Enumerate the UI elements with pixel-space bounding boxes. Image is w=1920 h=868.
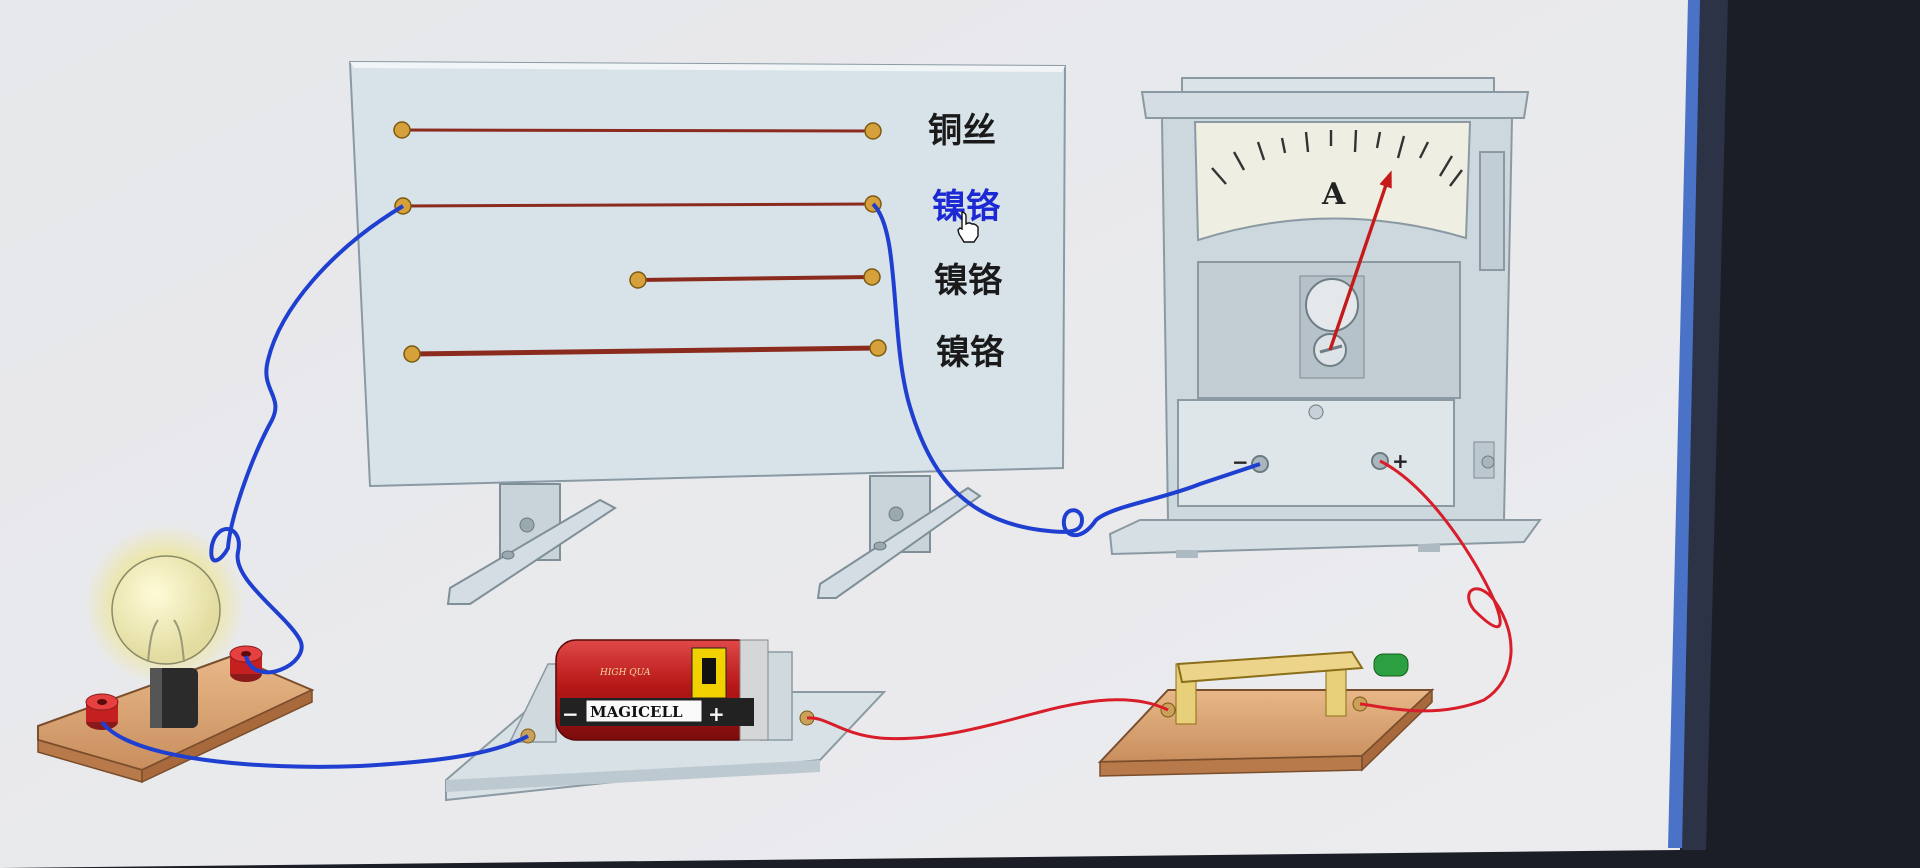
svg-text:+: + bbox=[1392, 449, 1409, 473]
light-bulb-holder bbox=[37, 525, 315, 784]
ammeter-unit-letter: A bbox=[1321, 177, 1346, 212]
blue-wire-board-to-bulb[interactable] bbox=[209, 204, 405, 675]
ammeter-needle bbox=[1328, 175, 1391, 351]
window-right-edge bbox=[1682, 0, 1728, 850]
battery-plus-label: + bbox=[708, 702, 725, 726]
board-stand-right bbox=[816, 475, 982, 599]
battery-holder: MAGICELL HIGH QUA − + bbox=[445, 639, 887, 802]
board-stand-left bbox=[446, 483, 617, 605]
ammeter: A − + bbox=[1108, 77, 1542, 558]
knife-switch[interactable] bbox=[1097, 650, 1435, 777]
battery-top-label: HIGH QUA bbox=[599, 668, 651, 678]
wire-copper[interactable] bbox=[393, 121, 882, 140]
ammeter-dial-face bbox=[1193, 121, 1472, 242]
board-panel bbox=[348, 60, 1067, 488]
label-copper-wire[interactable]: 铜丝 bbox=[928, 111, 996, 151]
bulb-glass[interactable] bbox=[111, 555, 221, 665]
ammeter-top-rim bbox=[1140, 91, 1530, 119]
ammeter-scale-ticks bbox=[1211, 129, 1463, 187]
battery-brand-label: MAGICELL bbox=[590, 703, 683, 721]
bulb-terminal-left[interactable] bbox=[85, 693, 119, 730]
switch-blade[interactable] bbox=[1176, 650, 1364, 684]
wire-nichrome-short[interactable] bbox=[629, 268, 881, 289]
blue-wire-bulb-to-battery[interactable] bbox=[100, 720, 529, 769]
resistance-wire-board: 铜丝 镍铬 镍铬 镍铬 bbox=[348, 60, 1067, 605]
blue-wire-board-to-ammeter[interactable] bbox=[871, 202, 1261, 538]
red-wire-ammeter-to-switch[interactable] bbox=[1359, 459, 1513, 713]
ammeter-base bbox=[1108, 519, 1542, 556]
switch-handle[interactable] bbox=[1373, 653, 1409, 677]
bulb-terminal-right[interactable] bbox=[229, 645, 263, 682]
label-nichrome-wire-3[interactable]: 镍铬 bbox=[936, 333, 1005, 373]
board-panel-top-edge bbox=[350, 62, 1065, 72]
label-nichrome-wire-2[interactable]: 镍铬 bbox=[934, 261, 1003, 301]
wire-nichrome-long-thick[interactable] bbox=[403, 339, 887, 363]
hand-pointer-cursor-icon bbox=[957, 211, 979, 243]
battery-minus-label: − bbox=[562, 702, 579, 726]
red-wire-switch-to-battery[interactable] bbox=[806, 698, 1169, 741]
ammeter-positive-terminal[interactable]: + bbox=[1371, 449, 1409, 473]
battery-cell: MAGICELL HIGH QUA − + bbox=[555, 639, 769, 741]
